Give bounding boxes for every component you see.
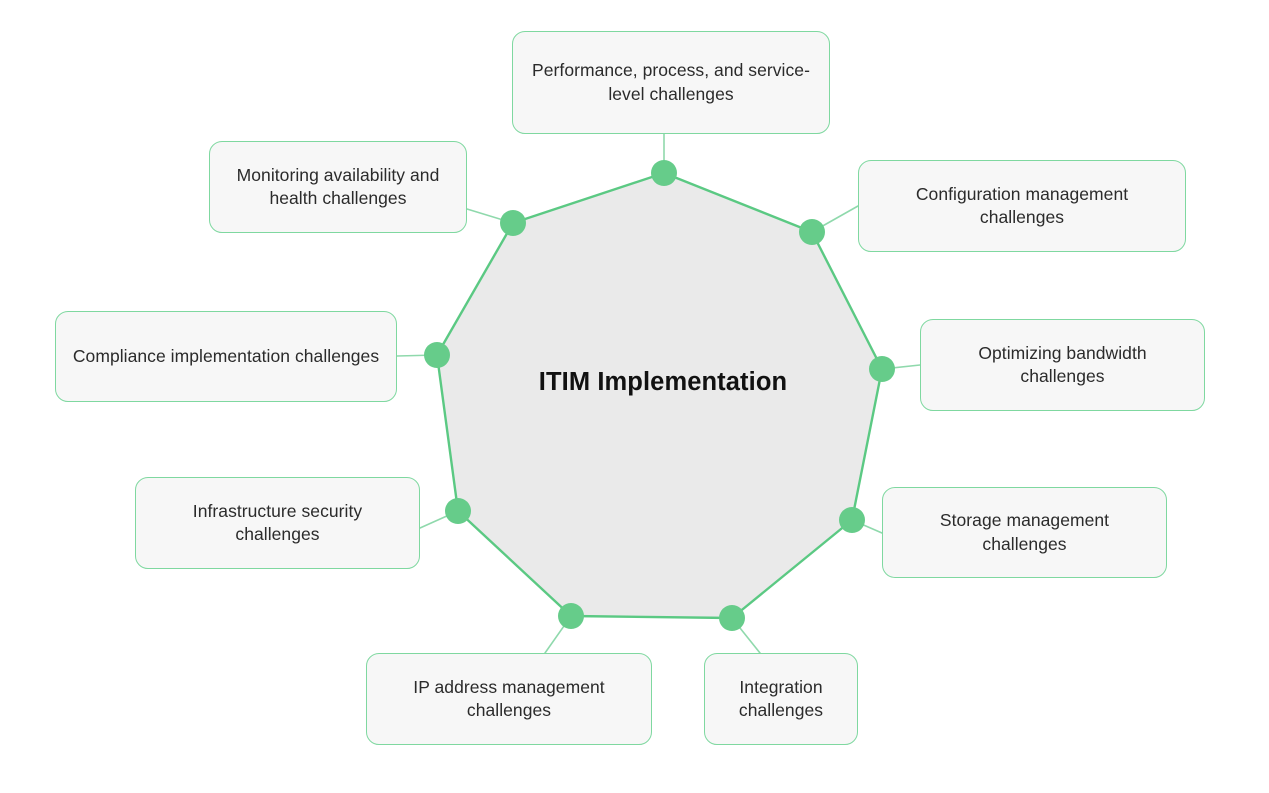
node-box-label: Infrastructure security challenges [192, 500, 363, 544]
node-box-label: Integration challenges [738, 676, 824, 720]
node-dot[interactable] [500, 210, 526, 236]
center-polygon [435, 171, 884, 620]
node-box-label: Storage management challenges [939, 510, 1110, 554]
node-box-label: Monitoring availability and health chall… [236, 164, 440, 208]
node-dot[interactable] [445, 498, 471, 524]
node-dot[interactable] [651, 160, 677, 186]
node-dot[interactable] [424, 342, 450, 368]
node-box-label: Optimizing bandwidth challenges [978, 342, 1147, 386]
node-dot[interactable] [799, 219, 825, 245]
node-box-label: IP address management challenges [413, 676, 605, 720]
center-title: ITIM Implementation [538, 368, 788, 396]
node-dot[interactable] [719, 605, 745, 631]
node-dot[interactable] [839, 507, 865, 533]
node-box-ip-address-management[interactable]: IP address management challenges [366, 653, 652, 745]
node-box-integration[interactable]: Integration challenges [704, 653, 858, 745]
node-dots [424, 160, 895, 631]
node-box-configuration-management[interactable]: Configuration management challenges [858, 160, 1186, 252]
node-box-label: Configuration management challenges [915, 183, 1129, 227]
node-dot[interactable] [558, 603, 584, 629]
node-box-label: Performance, process, and service-level … [532, 60, 810, 104]
node-box-monitoring-availability[interactable]: Monitoring availability and health chall… [209, 141, 467, 233]
node-box-performance[interactable]: Performance, process, and service-level … [512, 31, 830, 134]
node-box-optimizing-bandwidth[interactable]: Optimizing bandwidth challenges [920, 319, 1205, 411]
node-dot[interactable] [869, 356, 895, 382]
node-box-compliance-implementation[interactable]: Compliance implementation challenges [55, 311, 397, 402]
node-box-storage-management[interactable]: Storage management challenges [882, 487, 1167, 578]
node-box-label: Compliance implementation challenges [72, 345, 380, 366]
node-box-infrastructure-security[interactable]: Infrastructure security challenges [135, 477, 420, 569]
